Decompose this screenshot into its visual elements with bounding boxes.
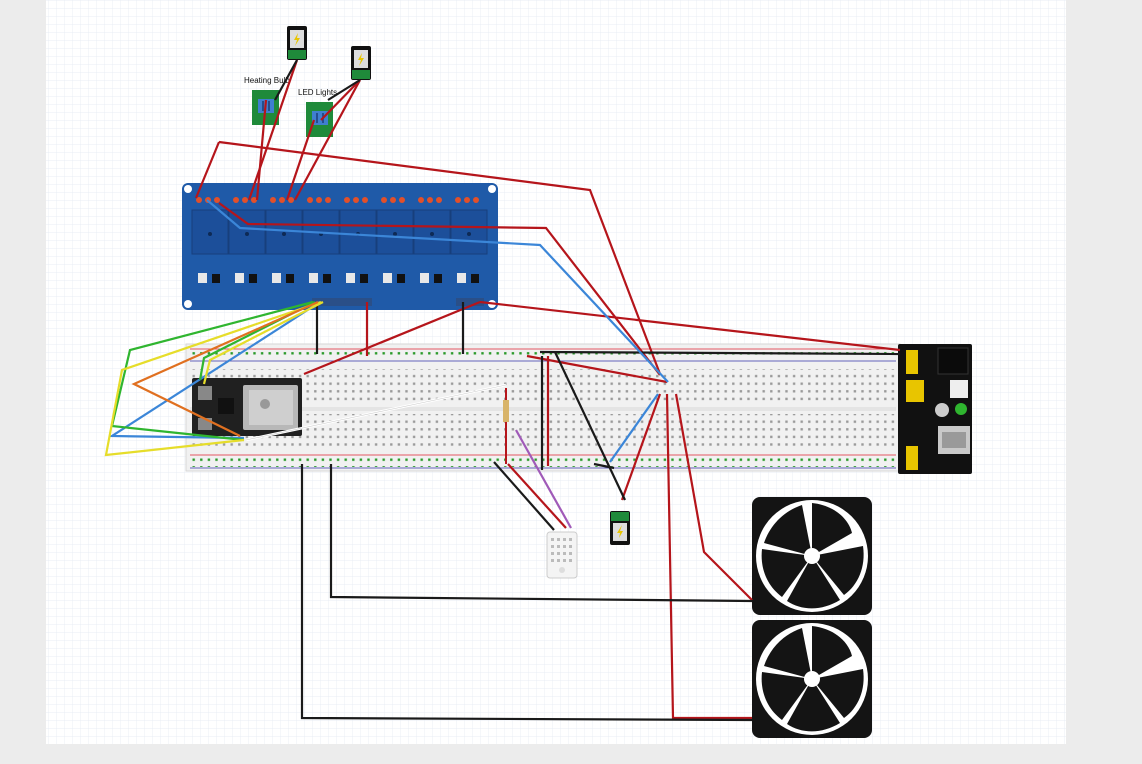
relay-module-8ch[interactable] (182, 183, 498, 310)
wire-red (194, 141, 221, 199)
wire-black (329, 464, 753, 603)
wire-red (218, 140, 662, 375)
breadboard-power-module[interactable] (898, 344, 972, 474)
label-heating-bulb: Heating Bulb (244, 76, 290, 85)
fan-bottom[interactable] (752, 620, 872, 738)
wire-black (493, 461, 555, 531)
wire-red (507, 463, 567, 529)
wire-green (110, 300, 314, 442)
label-led-lights: LED Lights (298, 88, 337, 97)
wire-red (247, 59, 299, 201)
wire-red (218, 202, 661, 376)
wire-red (526, 354, 668, 384)
wire-yellow (104, 300, 322, 457)
dc-jack-led[interactable] (351, 46, 371, 80)
wire-blue (206, 199, 669, 383)
wire-red (620, 393, 662, 501)
fan-top[interactable] (752, 497, 872, 615)
dht22-sensor[interactable] (546, 531, 578, 579)
wire-purple (515, 429, 572, 529)
dc-jack-heating[interactable] (287, 26, 307, 60)
wire-red (294, 79, 361, 201)
wire-black (274, 59, 298, 101)
wire-blue (108, 301, 321, 440)
wire-blue (609, 393, 659, 463)
wires (104, 59, 901, 722)
esp32-board[interactable] (192, 378, 302, 436)
wire-black (300, 464, 753, 722)
wire-black (593, 462, 615, 470)
wire-red (479, 300, 901, 352)
wire-orange (131, 300, 319, 437)
wire-red (303, 300, 481, 376)
resistor (503, 388, 509, 464)
wire-black (554, 351, 626, 501)
wire-white-outline (245, 384, 507, 441)
wire-black (327, 79, 361, 101)
wire-red (285, 119, 316, 201)
wire-red (665, 393, 752, 720)
wire-red (255, 99, 268, 201)
wire-yellow (202, 301, 324, 385)
wire-red (674, 393, 753, 601)
wire-black (539, 350, 901, 356)
dc-jack-fans[interactable] (610, 511, 630, 545)
wire-red (320, 79, 361, 121)
